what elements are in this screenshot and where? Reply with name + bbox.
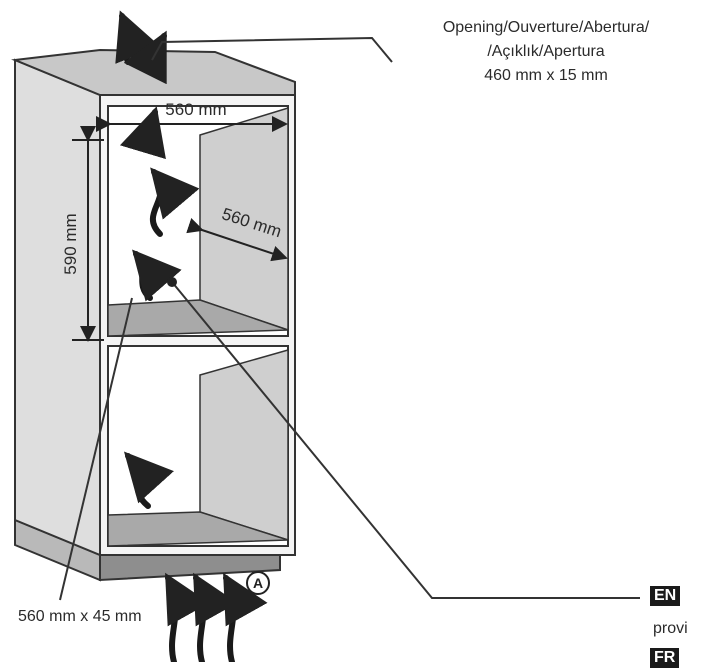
airflow-arrow-top — [115, 10, 160, 65]
opening-callout-line-1: Opening/Ouverture/Abertura/ — [442, 19, 650, 36]
airflow-arrow-lower — [123, 451, 174, 509]
detail-leader-line — [171, 281, 640, 599]
lang-tag-en: EN — [650, 586, 681, 606]
lower-inner-wall — [199, 349, 289, 542]
airflow-arrows — [115, 10, 268, 662]
lang-tag-fr: FR — [650, 648, 680, 668]
en-text-fragment: provi — [653, 620, 688, 637]
opening-callout-line-2: /Açıklık/Apertura — [487, 43, 605, 60]
width-dimension-label: 560 mm — [165, 100, 226, 119]
marker-a-badge: A — [246, 571, 270, 595]
opening-leader-line — [151, 36, 393, 63]
dimension-lines — [72, 116, 288, 342]
airflow-arrow-middle — [149, 167, 200, 237]
opening-callout: Opening/Ouverture/Abertura/ /Açıklık/Ape… — [388, 16, 704, 88]
upper-shelf — [107, 299, 289, 337]
vent-size-label: 560 mm x 45 mm — [18, 608, 142, 625]
airflow-arrow-bottom-2 — [193, 572, 238, 662]
lower-shelf — [107, 511, 289, 547]
airflow-arrow-bottom-1 — [165, 572, 210, 662]
depth-dimension-line — [186, 217, 288, 262]
opening-callout-line-3: 460 mm x 15 mm — [484, 67, 608, 84]
vent-leader-line — [59, 297, 133, 601]
airflow-arrow-top-right — [123, 30, 167, 85]
airflow-arrow-bottom-3 — [223, 572, 268, 662]
airflow-arrow-shelf — [132, 249, 182, 302]
detail-point — [167, 277, 177, 287]
height-dimension-label: 590 mm — [61, 213, 80, 274]
leader-lines — [59, 36, 640, 601]
